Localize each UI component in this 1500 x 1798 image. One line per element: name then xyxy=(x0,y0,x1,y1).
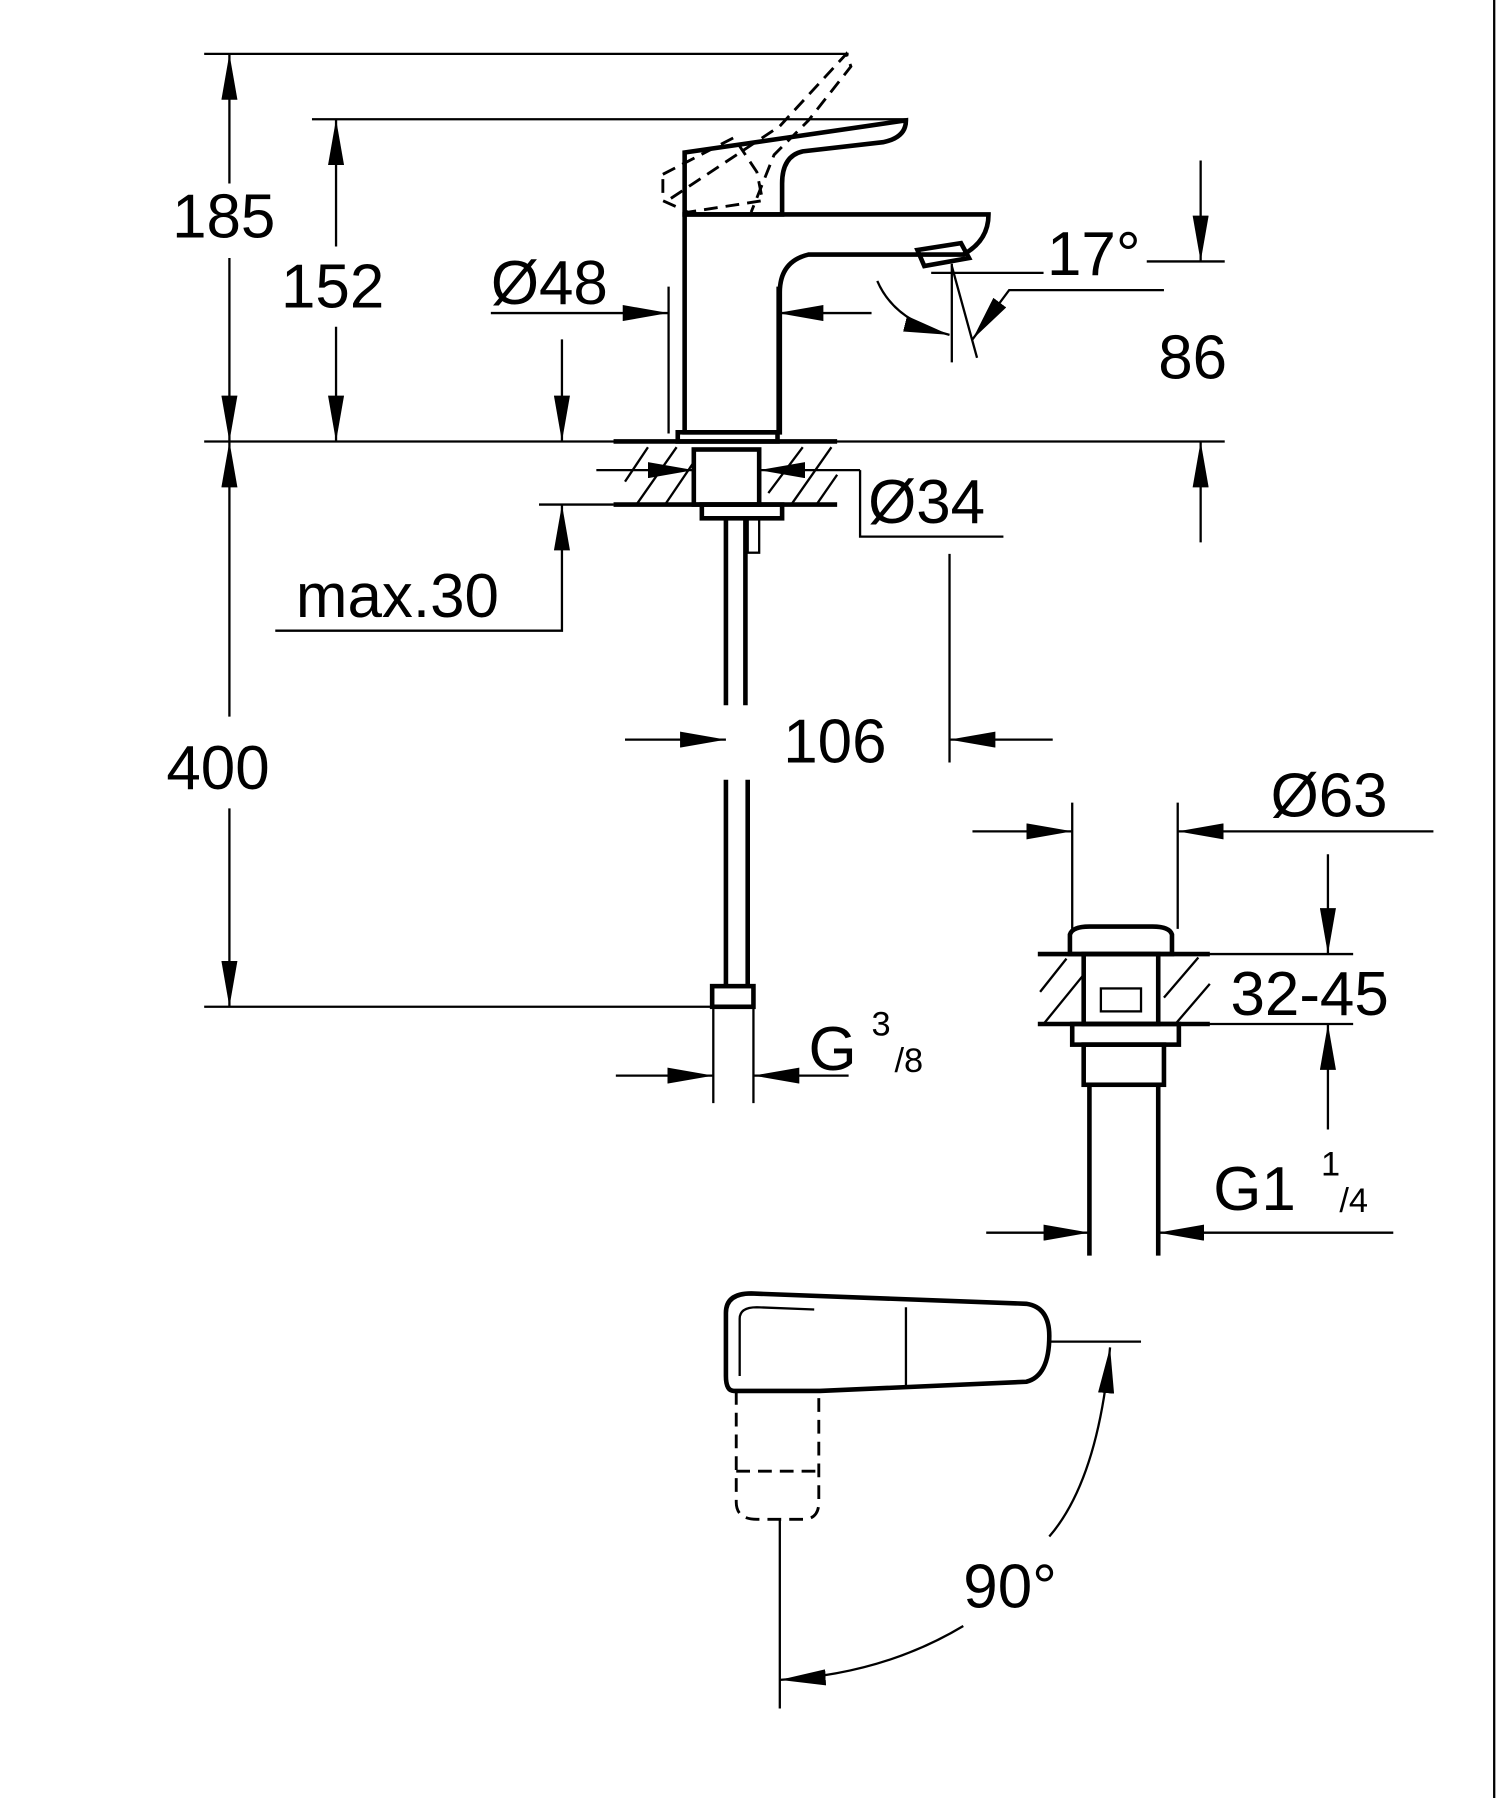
label-hose-thread-den: /8 xyxy=(894,1042,923,1080)
basin-deck xyxy=(204,439,1225,1010)
label-max-30: max.30 xyxy=(296,562,499,631)
label-hose-thread-prefix: G xyxy=(808,1015,856,1084)
handle-top-view xyxy=(723,1291,1052,1521)
label-86: 86 xyxy=(1158,323,1227,392)
dimension-152: 152 xyxy=(281,118,906,442)
dimension-waste-thread: G1 1 /4 xyxy=(986,1145,1394,1241)
label-diameter-63: Ø63 xyxy=(1271,761,1388,830)
dimension-rotation-90: 90° xyxy=(778,1340,1142,1709)
label-hose-thread-num: 3 xyxy=(872,1005,891,1043)
label-152: 152 xyxy=(281,252,384,321)
label-32-45: 32-45 xyxy=(1230,960,1388,1029)
dimension-400: 400 xyxy=(166,441,714,1008)
pop-up-waste xyxy=(1037,924,1211,1256)
dimension-diameter-34: Ø34 xyxy=(596,462,1004,538)
label-diameter-34: Ø34 xyxy=(868,468,985,537)
label-waste-thread-prefix: G1 xyxy=(1213,1155,1296,1224)
label-106: 106 xyxy=(783,708,886,777)
dimension-max-30: max.30 xyxy=(275,339,614,632)
dimension-diameter-48: Ø48 xyxy=(491,249,872,434)
label-diameter-48: Ø48 xyxy=(491,249,608,318)
label-400: 400 xyxy=(166,734,269,803)
dimension-angle-17: 17° xyxy=(876,220,1164,363)
dimension-hose-thread: G 3 /8 xyxy=(615,1005,923,1104)
dimension-185: 185 xyxy=(172,52,849,442)
label-waste-thread-den: /4 xyxy=(1339,1182,1368,1220)
label-17-degrees: 17° xyxy=(1047,220,1141,289)
faucet-side-view xyxy=(661,51,991,444)
label-waste-thread-num: 1 xyxy=(1321,1145,1340,1183)
label-90-degrees: 90° xyxy=(963,1553,1057,1622)
dimension-106: 106 xyxy=(625,553,1053,777)
label-185: 185 xyxy=(172,182,275,251)
dimension-32-45: 32-45 xyxy=(1171,854,1389,1130)
dimension-86: 86 xyxy=(1146,160,1227,543)
dimension-diameter-63: Ø63 xyxy=(972,761,1434,929)
